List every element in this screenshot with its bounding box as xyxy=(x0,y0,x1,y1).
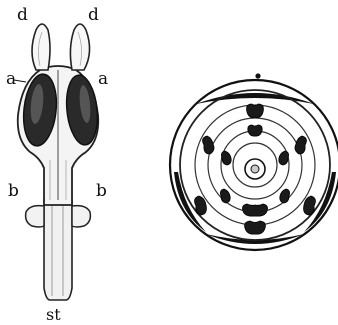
anther-outer-bottom xyxy=(245,221,266,234)
appendage-left xyxy=(32,24,50,70)
label-b-left: b xyxy=(8,181,19,201)
label-b-right: b xyxy=(96,181,107,201)
filament xyxy=(44,200,72,300)
label-a-left: a xyxy=(6,69,16,89)
anther-inner-lower-left xyxy=(220,189,230,203)
label-d-left: d xyxy=(17,5,28,25)
floral-diagram xyxy=(170,73,338,250)
anther-inner-upper-left xyxy=(221,151,231,165)
appendage-right xyxy=(70,24,89,70)
label-d-right: d xyxy=(88,5,99,25)
knob-left xyxy=(26,206,44,227)
pistil-inner xyxy=(251,165,259,173)
anther-outer-upper-left xyxy=(203,136,214,154)
anther-outer-upper-right xyxy=(295,136,306,154)
stamen-drawing: d d a a b b st xyxy=(6,5,108,324)
axis-dot xyxy=(255,73,260,78)
anther-inner-top xyxy=(248,125,262,136)
anther-inner-bottom xyxy=(243,204,268,216)
anther-inner-lower-right xyxy=(280,189,290,203)
anther-outer-top xyxy=(247,104,264,117)
label-a-right: a xyxy=(98,69,108,89)
anther-inner-upper-right xyxy=(279,151,289,165)
knob-right xyxy=(72,206,90,227)
label-st: st xyxy=(46,305,61,324)
